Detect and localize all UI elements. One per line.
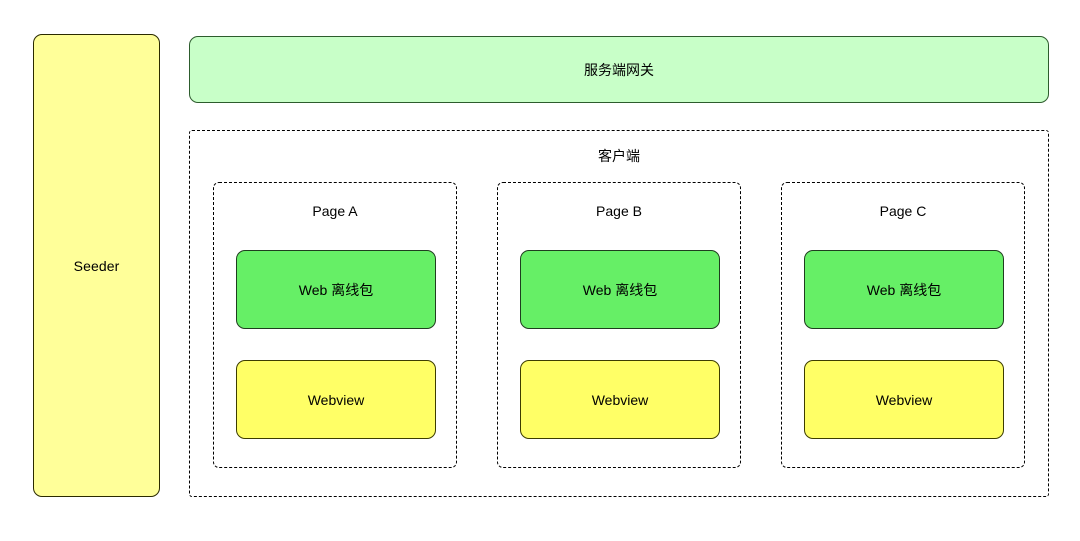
server-gateway-node[interactable]: 服务端网关 — [189, 36, 1049, 103]
page-b-webview-label: Webview — [591, 391, 649, 408]
server-gateway-label: 服务端网关 — [584, 61, 654, 78]
page-c-title: Page C — [879, 203, 927, 219]
client-container-title: 客户端 — [598, 148, 640, 164]
page-a-offline-package-node[interactable]: Web 离线包 — [236, 250, 436, 329]
client-container[interactable]: 客户端 Page A Web 离线包 Webview Page B Web 离线… — [189, 130, 1049, 497]
page-a-offline-package-label: Web 离线包 — [298, 281, 374, 298]
page-c-group[interactable]: Page C Web 离线包 Webview — [781, 182, 1025, 468]
page-b-offline-package-node[interactable]: Web 离线包 — [520, 250, 720, 329]
page-list: Page A Web 离线包 Webview Page B Web 离线包 We… — [213, 182, 1025, 468]
seeder-label: Seeder — [73, 257, 120, 274]
page-b-webview-node[interactable]: Webview — [520, 360, 720, 439]
page-a-webview-label: Webview — [307, 391, 365, 408]
page-a-group[interactable]: Page A Web 离线包 Webview — [213, 182, 457, 468]
page-c-webview-node[interactable]: Webview — [804, 360, 1004, 439]
page-c-webview-label: Webview — [875, 391, 933, 408]
page-b-title: Page B — [596, 203, 642, 219]
page-b-group[interactable]: Page B Web 离线包 Webview — [497, 182, 741, 468]
page-b-offline-package-label: Web 离线包 — [582, 281, 658, 298]
page-a-title: Page A — [312, 203, 358, 219]
page-a-webview-node[interactable]: Webview — [236, 360, 436, 439]
page-c-offline-package-label: Web 离线包 — [866, 281, 942, 298]
page-c-offline-package-node[interactable]: Web 离线包 — [804, 250, 1004, 329]
seeder-node[interactable]: Seeder — [33, 34, 160, 497]
